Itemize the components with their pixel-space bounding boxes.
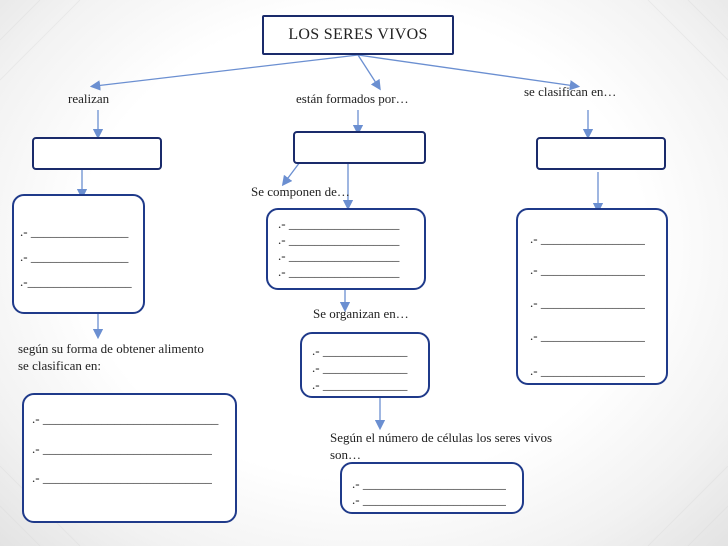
box-realizan-list[interactable]: .- _______________ .- _______________ .-… [12, 194, 145, 314]
blank-line[interactable]: .- _____________ [312, 360, 408, 375]
blank-line[interactable]: .- ______________________ [352, 492, 506, 507]
box-clasifican-list[interactable]: .- ________________ .- ________________ … [516, 208, 668, 385]
label-componen: Se componen de… [251, 184, 350, 199]
blank-line[interactable]: .- ___________________________ [32, 411, 219, 426]
blank-line[interactable]: .- ________________ [530, 295, 645, 310]
arrow-to-realizan [89, 54, 359, 91]
label-organizan: Se organizan en… [313, 306, 409, 321]
label-formados: están formados por… [296, 91, 409, 106]
label-alimento-1: según su forma de obtener alimento [18, 341, 204, 356]
blank-line[interactable]: .- _______________ [20, 224, 129, 239]
label-celulas-1: Según el número de células los seres viv… [330, 430, 553, 445]
blank-line[interactable]: .- _________________ [278, 248, 400, 263]
box-componen-list[interactable]: .- _________________ .- ________________… [266, 208, 426, 290]
label-celulas-2: son… [330, 447, 362, 462]
answer-box-realizan[interactable] [32, 137, 162, 170]
blank-line[interactable]: .- __________________________ [32, 470, 212, 485]
blank-line[interactable]: .- _________________ [278, 264, 400, 279]
blank-line[interactable]: .- ________________ [530, 262, 645, 277]
box-organizan-list[interactable]: .- _____________ .- _____________ .- ___… [300, 332, 430, 398]
blank-line[interactable]: .- _____________ [312, 377, 408, 392]
blank-line[interactable]: .- ________________ [530, 328, 645, 343]
blank-line[interactable]: .- _________________ [278, 216, 400, 231]
box-celulas-list[interactable]: .- ______________________ .- ___________… [340, 462, 524, 514]
answer-box-formados[interactable] [293, 131, 426, 164]
blank-line[interactable]: .-________________ [20, 274, 132, 289]
box-alimento-list[interactable]: .- ___________________________ .- ______… [22, 393, 237, 523]
blank-line[interactable]: .- _______________ [20, 249, 129, 264]
arrow-to-formados [357, 54, 381, 91]
blank-line[interactable]: .- ________________ [530, 231, 645, 246]
blank-line[interactable]: .- __________________________ [32, 441, 212, 456]
blank-line[interactable]: .- _________________ [278, 232, 400, 247]
answer-box-clasifican[interactable] [536, 137, 666, 170]
blank-line[interactable]: .- _____________ [312, 343, 408, 358]
main-title: LOS SERES VIVOS [262, 15, 454, 55]
blank-line[interactable]: .- ________________ [530, 363, 645, 378]
arrow-to-clasifican [357, 54, 581, 91]
label-realizan: realizan [68, 91, 110, 106]
blank-line[interactable]: .- ______________________ [352, 476, 506, 491]
label-clasifican: se clasifican en… [524, 84, 617, 99]
label-alimento-2: se clasifican en: [18, 358, 102, 373]
